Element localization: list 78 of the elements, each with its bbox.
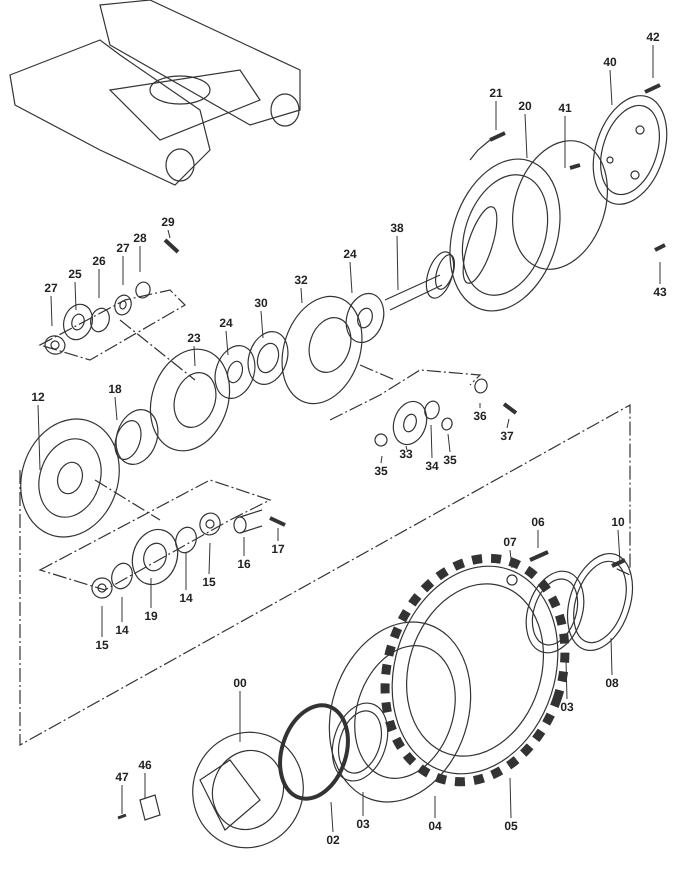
- leader-line: [260, 310, 264, 338]
- leader-line: [652, 44, 654, 78]
- callout-number: 16: [234, 557, 254, 571]
- callout-number: 33: [396, 447, 416, 461]
- callout-number: 41: [555, 101, 575, 115]
- callout-number: 27: [41, 281, 61, 295]
- leader-line: [38, 404, 40, 470]
- callout-number: 37: [497, 429, 517, 443]
- callout-number: 15: [199, 575, 219, 589]
- leader-line: [510, 778, 512, 818]
- leader-line: [610, 638, 612, 676]
- callout-number: 18: [105, 382, 125, 396]
- callout-number: 14: [112, 623, 132, 637]
- callout-number: 35: [371, 464, 391, 478]
- callout-number: 35: [440, 453, 460, 467]
- callout-number: 06: [528, 515, 548, 529]
- callout-number: 00: [230, 676, 250, 690]
- callout-number: 08: [602, 676, 622, 690]
- callout-number: 07: [500, 535, 520, 549]
- callout-number: 19: [141, 609, 161, 623]
- leader-line: [226, 330, 228, 356]
- leader-line: [610, 70, 612, 106]
- callout-number: 36: [470, 409, 490, 423]
- leader-line: [524, 114, 528, 158]
- callout-number: 30: [251, 296, 271, 310]
- leader-line: [380, 456, 382, 464]
- leader-line: [194, 346, 196, 366]
- callout-number: 15: [92, 638, 112, 652]
- callout-number: 02: [323, 833, 343, 847]
- leader-line: [510, 550, 512, 568]
- leader-line: [362, 792, 364, 816]
- leader-line: [168, 230, 170, 238]
- leader-line: [406, 446, 408, 450]
- leader-line: [396, 236, 398, 290]
- callout-number: 21: [486, 86, 506, 100]
- callout-number: 26: [89, 254, 109, 268]
- callout-number: 42: [643, 30, 663, 44]
- callout-number: 28: [130, 231, 150, 245]
- callout-number: 23: [184, 331, 204, 345]
- leader-line: [350, 262, 352, 294]
- leader-line: [122, 256, 124, 286]
- leader-line: [98, 268, 100, 298]
- callout-number: 47: [112, 770, 132, 784]
- leader-line: [144, 772, 146, 798]
- leader-line: [208, 542, 210, 574]
- callout-number: 25: [65, 267, 85, 281]
- leader-line: [566, 660, 568, 700]
- callout-number: 24: [340, 247, 360, 261]
- leader-line: [330, 802, 334, 832]
- callout-number: 46: [135, 758, 155, 772]
- leader-line: [50, 296, 52, 326]
- callout-number: 14: [176, 591, 196, 605]
- callout-number: 17: [268, 542, 288, 556]
- callout-number: 24: [216, 316, 236, 330]
- callout-number: 12: [28, 390, 48, 404]
- leader-line: [114, 396, 118, 420]
- callout-number: 20: [515, 99, 535, 113]
- callout-number: 38: [387, 221, 407, 235]
- callout-number: 43: [650, 285, 670, 299]
- callout-number: 03: [557, 700, 577, 714]
- callout-number: 05: [501, 819, 521, 833]
- leader-line: [300, 288, 302, 304]
- leader-line: [430, 424, 432, 458]
- leader-line: [434, 796, 436, 818]
- callout-number: 34: [422, 459, 442, 473]
- leader-line: [564, 116, 566, 168]
- callout-number: 27: [113, 241, 133, 255]
- callout-number: 32: [291, 273, 311, 287]
- leader-line: [506, 418, 510, 428]
- leader-line: [74, 282, 76, 310]
- callout-number: 10: [608, 515, 628, 529]
- leader-line: [618, 530, 620, 562]
- leader-line: [150, 578, 152, 608]
- callout-number: 04: [425, 819, 445, 833]
- leader-line: [448, 434, 450, 452]
- callout-number: 03: [353, 817, 373, 831]
- callout-number: 29: [158, 215, 178, 229]
- callout-number: 40: [600, 55, 620, 69]
